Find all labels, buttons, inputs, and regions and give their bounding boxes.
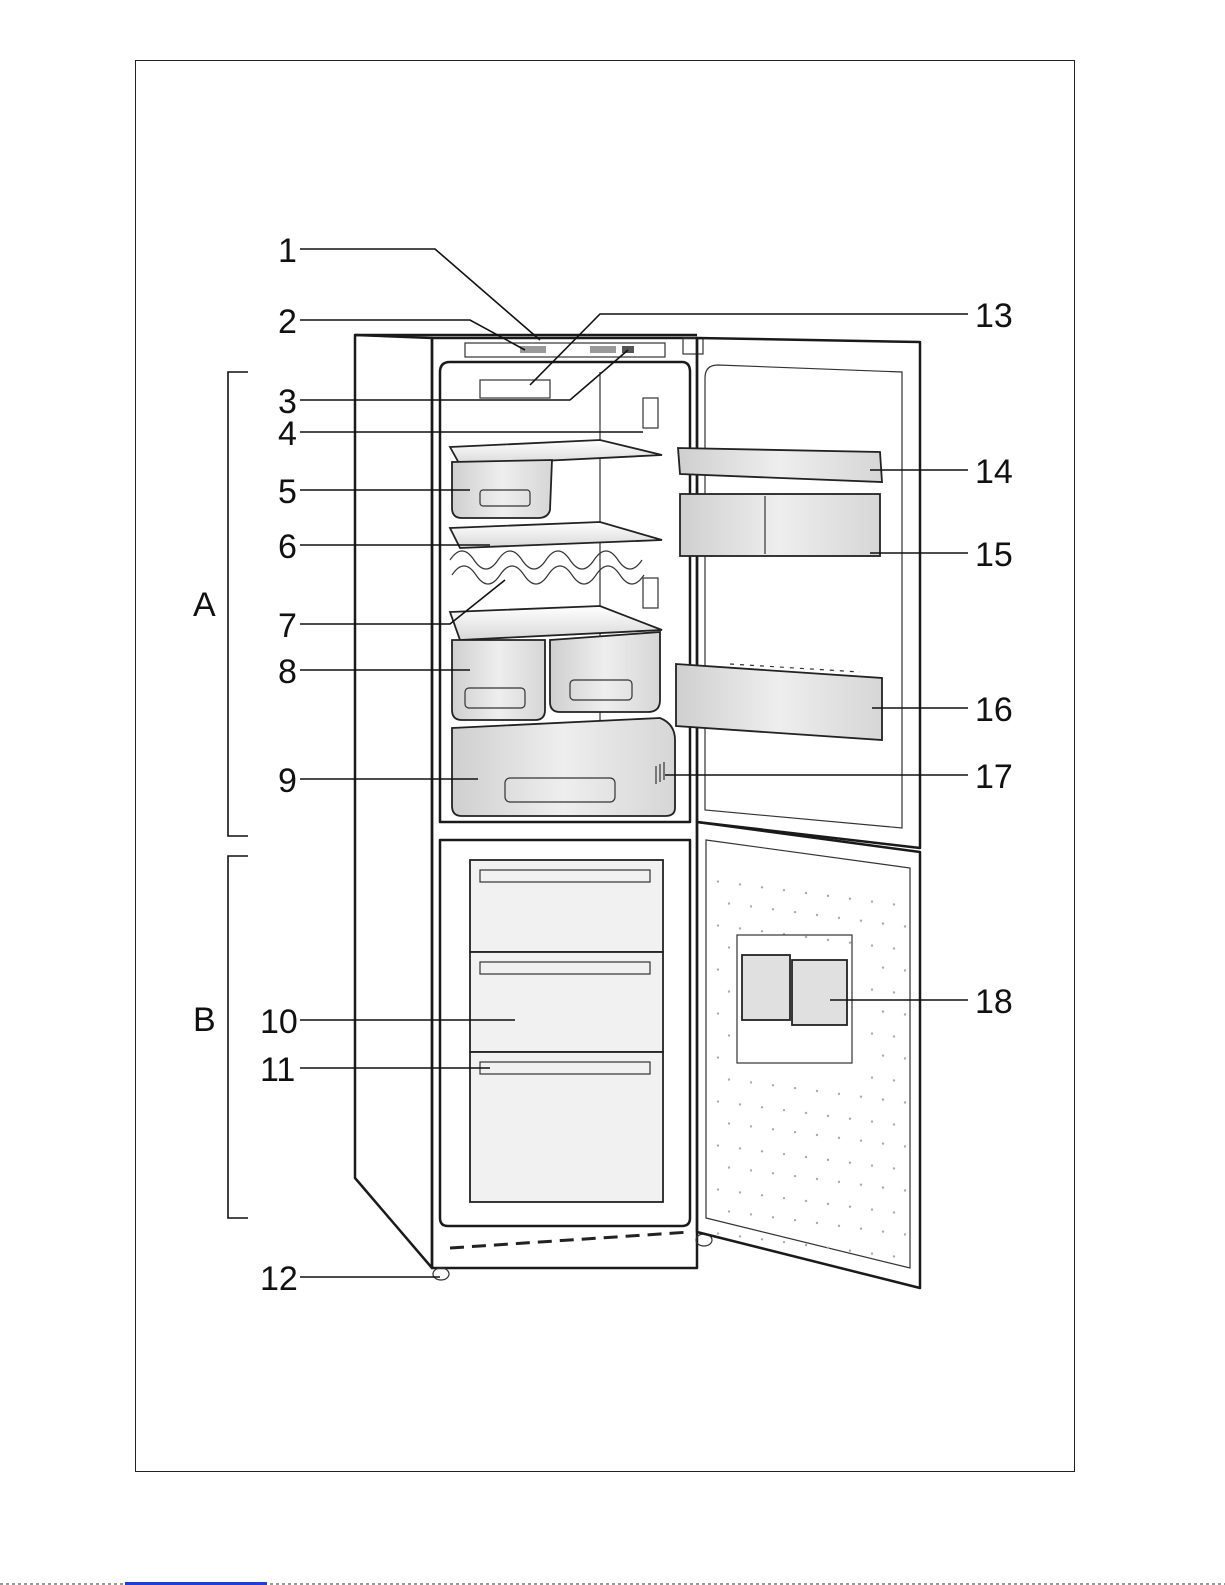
label-7: 7	[278, 607, 297, 645]
label-11: 11	[260, 1051, 295, 1089]
fan-vent-upper	[643, 398, 658, 428]
label-1: 1	[278, 232, 297, 270]
zone-bracket-b	[228, 856, 248, 1218]
label-13: 13	[975, 297, 1013, 335]
label-17: 17	[975, 758, 1013, 796]
cabinet	[355, 335, 712, 1280]
zone-bracket-a	[228, 372, 248, 836]
label-10: 10	[260, 1003, 298, 1041]
zone-label-a: A	[193, 586, 216, 624]
control-button-2	[590, 346, 616, 353]
ice-pack-left	[742, 955, 790, 1020]
label-18: 18	[975, 983, 1013, 1021]
door-shelf-egg	[680, 494, 880, 556]
fridge-door	[676, 338, 920, 848]
label-14: 14	[975, 453, 1013, 491]
glass-shelf-middle	[450, 522, 662, 548]
top-hinge	[683, 338, 703, 354]
bottle-shelf	[676, 664, 882, 740]
control-display	[622, 346, 634, 353]
bottle-rack	[450, 551, 644, 584]
ice-pack-right	[792, 960, 847, 1025]
label-2: 2	[278, 303, 297, 341]
freezer-drawer-middle	[470, 952, 663, 1052]
interior-light	[480, 380, 550, 398]
label-16: 16	[975, 691, 1013, 729]
freezer-drawer-top	[470, 860, 663, 952]
door-liner-texture	[717, 880, 906, 1257]
zone-label-b: B	[193, 1001, 216, 1039]
label-9: 9	[278, 762, 297, 800]
freezer-door	[697, 822, 920, 1288]
label-8: 8	[278, 653, 297, 691]
chiller-drawer	[452, 718, 675, 816]
label-15: 15	[975, 536, 1013, 574]
label-5: 5	[278, 473, 297, 511]
label-4: 4	[278, 415, 297, 453]
label-12: 12	[260, 1260, 298, 1298]
label-6: 6	[278, 528, 297, 566]
fan-vent-lower	[643, 578, 658, 608]
base-grille	[450, 1232, 690, 1248]
adjustable-foot-left	[433, 1268, 449, 1280]
butter-compartment	[678, 448, 882, 482]
small-container	[452, 460, 552, 518]
